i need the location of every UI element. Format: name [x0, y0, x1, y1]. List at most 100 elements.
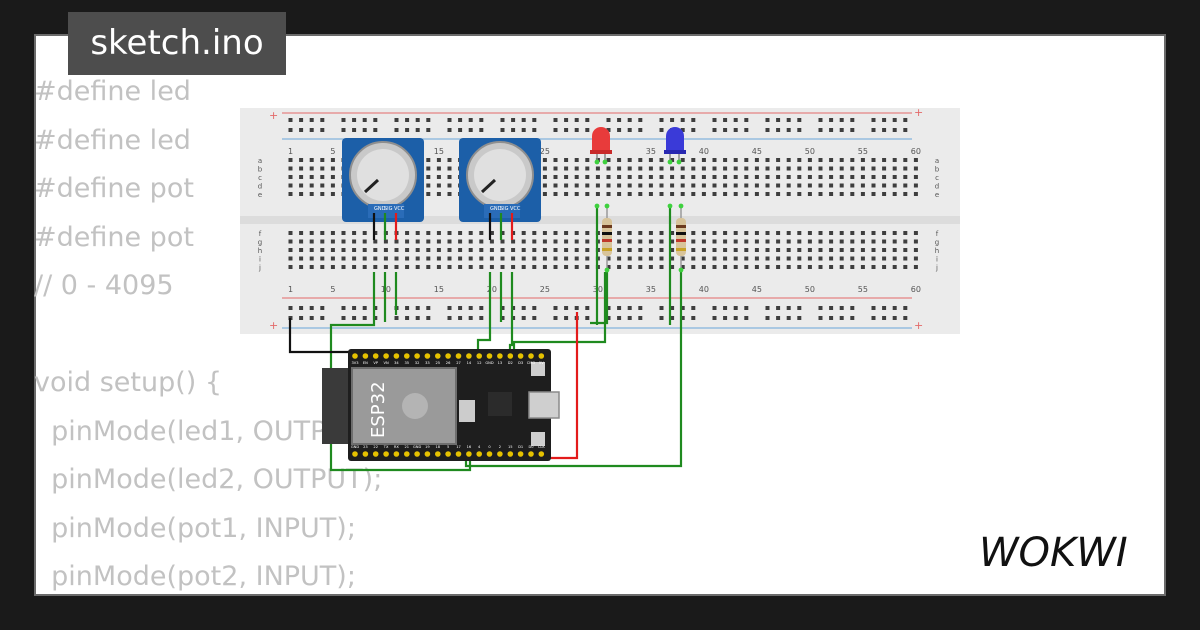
breadboard-hole	[733, 265, 738, 269]
breadboard-hole	[882, 166, 887, 171]
breadboard-hole	[860, 239, 865, 244]
breadboard-hole	[797, 166, 802, 171]
esp32-pin[interactable]	[393, 451, 400, 457]
breadboard-hole	[415, 231, 420, 235]
breadboard-label: i	[259, 256, 261, 264]
breadboard-hole	[839, 265, 844, 269]
breadboard-label: 40	[699, 285, 709, 294]
esp32-pin[interactable]	[455, 451, 462, 457]
breadboard-hole	[500, 316, 505, 320]
esp32-pin[interactable]	[414, 353, 420, 359]
breadboard-hole	[436, 256, 441, 261]
esp32-pin[interactable]	[383, 451, 389, 457]
esp32-pin[interactable]	[393, 353, 400, 359]
esp32-pin[interactable]	[507, 353, 514, 359]
file-tab[interactable]: sketch.ino	[68, 12, 286, 75]
breadboard-hole	[627, 175, 632, 179]
breadboard-hole	[521, 128, 526, 132]
breadboard-hole	[871, 231, 876, 235]
breadboard-hole	[744, 158, 749, 162]
breadboard-hole	[606, 128, 611, 132]
esp32-pin[interactable]	[466, 353, 472, 359]
esp32-pin[interactable]	[445, 451, 451, 457]
esp32-pin[interactable]	[497, 353, 503, 359]
resistor-1[interactable]	[602, 203, 612, 273]
breadboard-hole	[309, 316, 314, 320]
esp32-pin[interactable]	[455, 353, 462, 359]
usb-port[interactable]	[528, 391, 560, 419]
potentiometer-2[interactable]: GND SIG VCC	[459, 138, 541, 240]
esp32-pin[interactable]	[404, 353, 410, 359]
esp32-pin-label: 16	[467, 445, 472, 449]
esp32-pin[interactable]	[445, 353, 451, 359]
esp32-pin-label: VN	[384, 361, 389, 365]
potentiometer-1[interactable]: GND SIG VCC	[342, 138, 424, 240]
wire-green	[464, 272, 683, 468]
esp32-pin[interactable]	[497, 451, 503, 457]
pot-pin-label: VCC	[510, 206, 521, 212]
breadboard-hole	[850, 248, 855, 252]
breadboard-hole	[532, 265, 537, 269]
esp32-pin[interactable]	[528, 451, 534, 457]
esp32-pin-label: GND	[413, 445, 421, 449]
breadboard-hole	[373, 306, 378, 310]
breadboard-hole	[447, 183, 452, 188]
breadboard-hole	[723, 128, 728, 132]
esp32-pin[interactable]	[404, 451, 410, 457]
led-red[interactable]	[590, 127, 612, 165]
esp32-devkit[interactable]: ESP32 3V3GNDEN23VP22VNTX34RX352132GND331…	[322, 349, 560, 461]
esp32-pin-label: 19	[425, 445, 430, 449]
resistor-2[interactable]	[676, 203, 686, 273]
led-blue[interactable]	[664, 127, 686, 165]
esp32-pin[interactable]	[486, 451, 493, 457]
esp32-pin[interactable]	[507, 451, 514, 457]
esp32-pin[interactable]	[414, 451, 420, 457]
esp32-pin[interactable]	[517, 353, 524, 359]
esp32-pin[interactable]	[352, 353, 358, 359]
breadboard-hole	[776, 158, 781, 162]
esp32-pin[interactable]	[476, 353, 483, 359]
breadboard-hole	[670, 118, 675, 122]
breadboard-hole	[362, 118, 367, 122]
esp32-pin[interactable]	[486, 353, 493, 359]
breadboard-hole	[744, 192, 749, 196]
breadboard-hole	[786, 265, 791, 269]
pot-pin-label: SIG	[384, 206, 393, 212]
esp32-pin[interactable]	[538, 353, 545, 359]
esp32-pin[interactable]	[362, 451, 369, 457]
esp32-pin-label: 22	[373, 445, 378, 449]
breadboard-hole	[521, 231, 526, 235]
esp32-pin[interactable]	[372, 353, 379, 359]
breadboard-hole	[723, 118, 728, 122]
breadboard-hole	[468, 231, 473, 235]
esp32-pin[interactable]	[372, 451, 379, 457]
breadboard-hole	[521, 265, 526, 269]
breadboard-hole	[712, 306, 717, 310]
esp32-pin[interactable]	[424, 353, 431, 359]
breadboard-hole	[458, 248, 463, 252]
breadboard-hole	[829, 158, 834, 162]
en-button[interactable]	[531, 362, 545, 376]
breadboard-hole	[903, 306, 908, 310]
breadboard-hole	[744, 316, 749, 320]
esp32-pin[interactable]	[424, 451, 431, 457]
esp32-pin[interactable]	[435, 353, 441, 359]
breadboard-hole	[362, 239, 367, 244]
esp32-pin[interactable]	[538, 451, 545, 457]
esp32-pin[interactable]	[383, 353, 389, 359]
breadboard-hole	[765, 231, 770, 235]
breadboard-hole	[553, 256, 558, 261]
esp32-pin[interactable]	[528, 353, 534, 359]
breadboard-hole	[882, 128, 887, 132]
breadboard-hole	[606, 192, 611, 196]
esp32-pin[interactable]	[466, 451, 472, 457]
breadboard-hole	[659, 175, 664, 179]
breadboard-hole	[309, 256, 314, 261]
esp32-pin[interactable]	[435, 451, 441, 457]
boot-button[interactable]	[531, 432, 545, 446]
esp32-pin[interactable]	[517, 451, 524, 457]
esp32-pin[interactable]	[476, 451, 483, 457]
esp32-pin[interactable]	[362, 353, 369, 359]
esp32-pin[interactable]	[352, 451, 358, 457]
pot-pin-label: VCC	[394, 206, 405, 212]
